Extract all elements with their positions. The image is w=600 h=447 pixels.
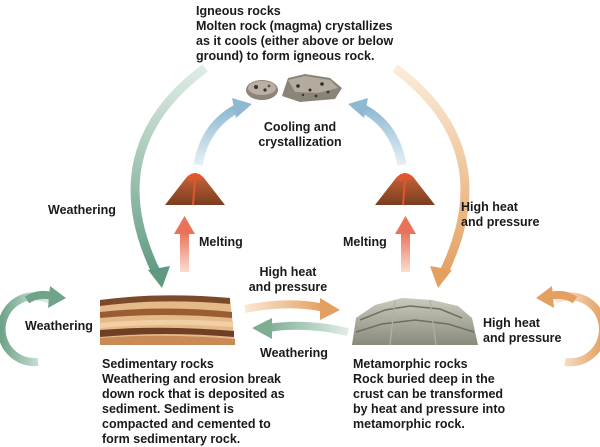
metamorphic-text-block: Metamorphic rocks Rock buried deep in th… xyxy=(353,357,505,432)
metamorphic-desc-line: crust can be transformed xyxy=(353,387,504,401)
high-heat-center-label: High heat and pressure xyxy=(238,265,338,295)
cooling-label-line: crystallization xyxy=(258,135,342,149)
cooling-label-line: Cooling and xyxy=(263,120,337,134)
metamorphic-rock-image xyxy=(352,298,478,346)
high-heat-arc-arrow xyxy=(392,64,470,288)
cooling-arrow-right xyxy=(348,98,407,166)
metamorphic-title: Metamorphic rocks xyxy=(353,357,468,371)
weathering-loop-arrow xyxy=(0,286,66,367)
high-heat-arc-label: High heat and pressure xyxy=(461,200,540,230)
sedimentary-text-block: Sedimentary rocks Weathering and erosion… xyxy=(102,357,285,447)
high-heat-center-label-line: High heat xyxy=(259,265,317,279)
heat-loop-arrow xyxy=(536,286,600,367)
volcano-left-image xyxy=(165,173,225,206)
sedimentary-desc-line: form sedimentary rock. xyxy=(102,432,241,446)
sedimentary-desc-line: compacted and cemented to xyxy=(102,417,271,431)
igneous-title: Igneous rocks xyxy=(196,4,281,18)
volcano-right-image xyxy=(375,173,435,206)
sedimentary-desc-line: sediment. Sediment is xyxy=(102,402,234,416)
weathering-loop-label: Weathering xyxy=(25,319,93,333)
igneous-desc-line: ground) to form igneous rock. xyxy=(196,49,375,63)
melting-label-left: Melting xyxy=(199,235,243,249)
igneous-desc-line: Molten rock (magma) crystallizes xyxy=(196,19,393,33)
high-heat-center-label-line: and pressure xyxy=(248,280,328,294)
cooling-arrow-left xyxy=(193,98,252,166)
melting-arrow-left xyxy=(174,216,195,272)
sedimentary-desc-line: down rock that is deposited as xyxy=(102,387,285,401)
high-heat-loop-label-line: High heat xyxy=(483,316,540,330)
high-heat-arc-label-line: High heat xyxy=(461,200,518,214)
heat-arrow-center xyxy=(244,298,340,320)
weathering-arc-label: Weathering xyxy=(48,203,116,217)
melting-arrow-right xyxy=(395,216,416,272)
high-heat-loop-label: High heat and pressure xyxy=(483,316,562,346)
sedimentary-title: Sedimentary rocks xyxy=(102,357,214,371)
sedimentary-rock-image xyxy=(100,295,235,345)
high-heat-arc-label-line: and pressure xyxy=(461,215,540,229)
metamorphic-desc-line: metamorphic rock. xyxy=(353,417,465,431)
weathering-arrow-center xyxy=(252,318,349,339)
high-heat-loop-label-line: and pressure xyxy=(483,331,562,345)
igneous-desc-line: as it cools (either above or below xyxy=(196,34,394,48)
metamorphic-desc-line: by heat and pressure into xyxy=(353,402,506,416)
cooling-label: Cooling and crystallization xyxy=(240,120,360,150)
igneous-text-block: Igneous rocks Molten rock (magma) crysta… xyxy=(196,4,393,64)
metamorphic-desc-line: Rock buried deep in the xyxy=(353,372,495,386)
melting-label-right: Melting xyxy=(343,235,387,249)
sedimentary-desc-line: Weathering and erosion break xyxy=(102,372,281,386)
igneous-rock-image xyxy=(246,74,342,102)
weathering-center-label: Weathering xyxy=(260,346,328,360)
weathering-arc-arrow xyxy=(130,64,208,288)
